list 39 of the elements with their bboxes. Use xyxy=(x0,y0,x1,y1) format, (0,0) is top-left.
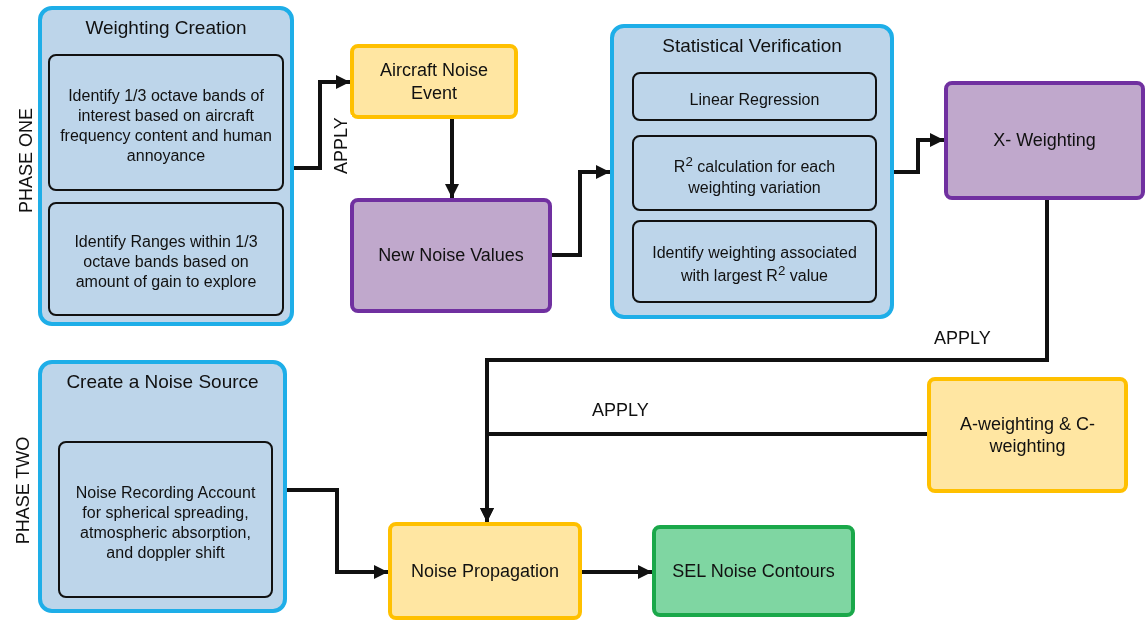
box-text: Aircraft Noise Event xyxy=(379,59,489,104)
box-text: R$^{2}$ calculation for each weighting variation xyxy=(672,154,837,198)
arrow xyxy=(294,75,350,170)
phase-label: PHASE ONE xyxy=(16,108,37,213)
box-text: Noise Propagation xyxy=(410,559,560,583)
box-text: Identify Ranges within 1/3 octave bands based on amount of gain to explore xyxy=(73,232,259,292)
arrow xyxy=(894,133,944,174)
arrow xyxy=(287,488,388,579)
process-box xyxy=(350,198,552,313)
box-text: Noise Recording Account for spherical spreading, atmospheric absorption, and doppler shift xyxy=(74,482,257,563)
arrow xyxy=(582,565,652,579)
box-text: Linear Regression xyxy=(689,89,820,110)
process-box xyxy=(652,525,855,617)
box-text: Identify weighting associated with largest R$^{2}$ value xyxy=(651,242,858,287)
process-box xyxy=(632,220,877,303)
process-box xyxy=(48,54,284,191)
group-title: Weighting Creation xyxy=(84,16,248,40)
box-text: Identify 1/3 octave bands of interest based on aircraft frequency content and human annoyance xyxy=(59,85,273,166)
group-box xyxy=(38,6,294,326)
box-text: A-weighting & C-weighting xyxy=(958,412,1097,458)
box-text: New Noise Values xyxy=(378,244,524,267)
arrow xyxy=(445,119,459,198)
arrow xyxy=(552,165,610,257)
box-text: SEL Noise Contours xyxy=(672,559,835,583)
process-box xyxy=(48,202,284,316)
process-box xyxy=(350,44,518,119)
edge-label: APPLY xyxy=(331,115,352,176)
process-box xyxy=(927,377,1128,493)
process-box xyxy=(632,72,877,121)
phase-label: PHASE TWO xyxy=(13,436,35,545)
process-box xyxy=(58,441,273,598)
process-box xyxy=(388,522,582,620)
group-title: Create a Noise Source xyxy=(65,370,260,394)
group-box xyxy=(38,360,287,613)
group-box xyxy=(610,24,894,319)
process-box xyxy=(944,81,1145,200)
group-title: Statistical Verification xyxy=(661,34,843,58)
box-text: X- Weighting xyxy=(993,129,1096,152)
process-box xyxy=(632,135,877,211)
